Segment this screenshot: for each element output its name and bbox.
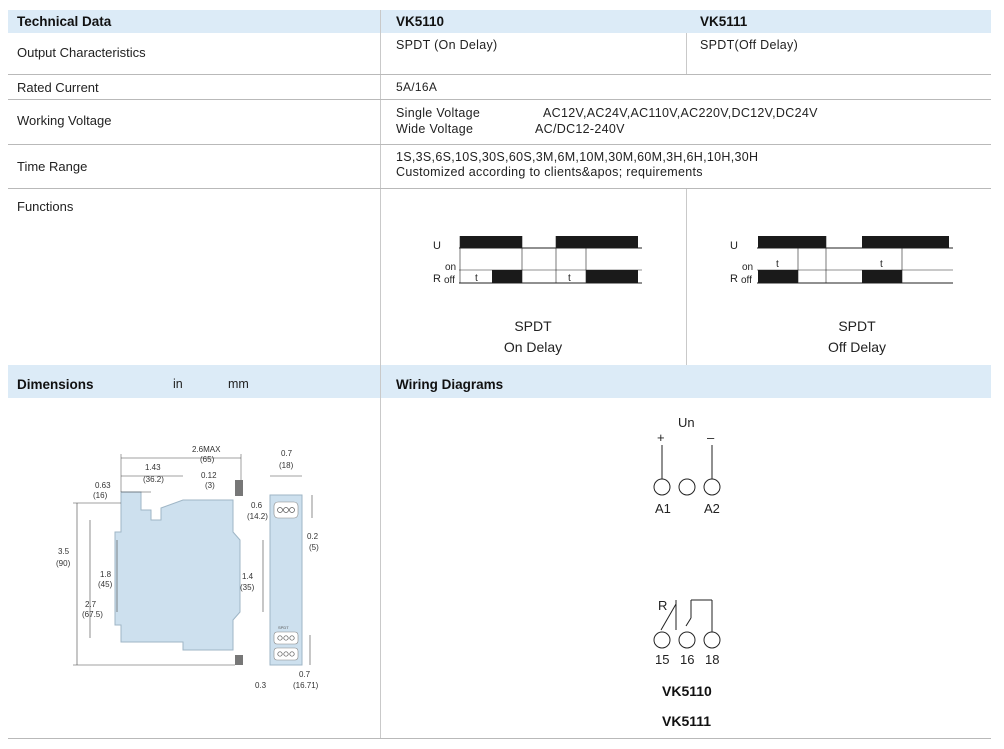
svg-text:0.63: 0.63 — [95, 481, 111, 490]
svg-text:(90): (90) — [56, 559, 71, 568]
svg-text:(65): (65) — [200, 455, 215, 464]
row-divider — [8, 99, 991, 100]
svg-text:0.3: 0.3 — [255, 681, 267, 690]
svg-text:0.7: 0.7 — [281, 449, 293, 458]
row-label-output: Output Characteristics — [17, 45, 146, 60]
column-divider-2 — [686, 33, 687, 74]
svg-text:0.6: 0.6 — [251, 501, 263, 510]
svg-text:0.12: 0.12 — [201, 471, 217, 480]
front-view-spdt-tag: SPDT — [278, 625, 289, 630]
section-header-band — [8, 365, 991, 398]
timing-r-label: R — [730, 273, 738, 285]
svg-text:(3): (3) — [205, 481, 215, 490]
row-divider — [8, 144, 991, 145]
row-label-functions: Functions — [17, 199, 74, 214]
timing-u-label: U — [730, 240, 738, 252]
svg-text:1.8: 1.8 — [100, 570, 112, 579]
header-technical-data: Technical Data — [17, 14, 112, 29]
row-divider — [8, 188, 991, 189]
wiring-model-vk5110: VK5110 — [662, 683, 712, 699]
single-voltage-value: AC12V,AC24V,AC110V,AC220V,DC12V,DC24V — [543, 106, 818, 120]
wiring-diagram-relay: R 15 16 18 — [653, 598, 721, 667]
timing-on-label: on — [445, 262, 456, 273]
timing-r-label: R — [433, 273, 441, 285]
wiring-un-label: Un — [678, 415, 695, 430]
off-delay-timing-diagram: U on R off t t — [730, 236, 953, 286]
output-vk5111: SPDT(Off Delay) — [700, 38, 799, 52]
table-header-band — [8, 10, 991, 33]
bottom-border — [8, 738, 991, 739]
svg-text:1.4: 1.4 — [242, 572, 254, 581]
row-label-current: Rated Current — [17, 80, 99, 95]
svg-text:(45): (45) — [98, 580, 113, 589]
terminal-16: 16 — [680, 652, 694, 667]
terminal-a1: A1 — [655, 501, 671, 516]
wide-voltage-value: AC/DC12-240V — [535, 122, 625, 136]
wiring-model-vk5111: VK5111 — [662, 713, 712, 729]
svg-text:(35): (35) — [240, 583, 255, 592]
wiring-diagrams-title: Wiring Diagrams — [396, 377, 504, 392]
svg-text:(5): (5) — [309, 543, 319, 552]
relay-side-profile — [114, 491, 241, 651]
wiring-plus-label: + — [657, 430, 665, 445]
row-divider — [8, 74, 991, 75]
timing-t-label: t — [776, 259, 779, 270]
dimensions-drawing: 3.5 (90) 2.7 (67.5) 1.8 (45) 2.6MAX (65)… — [56, 445, 319, 690]
output-vk5110: SPDT (On Delay) — [396, 38, 498, 52]
svg-text:1.43: 1.43 — [145, 463, 161, 472]
timing-u-label: U — [433, 240, 441, 252]
rated-current-value: 5A/16A — [396, 80, 438, 94]
timing-on-label: on — [742, 262, 753, 273]
svg-text:(67.5): (67.5) — [82, 610, 103, 619]
row-label-time: Time Range — [17, 159, 88, 174]
terminal-18: 18 — [705, 652, 719, 667]
svg-text:(16.71): (16.71) — [293, 681, 319, 690]
column-divider-2b — [686, 189, 687, 365]
wiring-r-label: R — [658, 598, 667, 613]
svg-text:(36.2): (36.2) — [143, 475, 164, 484]
timing-t-label: t — [568, 273, 571, 284]
terminal-a2: A2 — [704, 501, 720, 516]
timing-off-label: off — [741, 275, 752, 286]
wide-voltage-label: Wide Voltage — [396, 122, 474, 136]
on-delay-caption-line1: SPDT — [514, 318, 552, 334]
header-vk5110: VK5110 — [396, 14, 445, 29]
svg-text:3.5: 3.5 — [58, 547, 70, 556]
single-voltage-label: Single Voltage — [396, 106, 481, 120]
column-divider-1 — [380, 10, 381, 365]
svg-text:0.2: 0.2 — [307, 532, 319, 541]
on-delay-caption-line2: On Delay — [503, 339, 563, 355]
time-range-line1: 1S,3S,6S,10S,30S,60S,3M,6M,10M,30M,60M,3… — [396, 150, 759, 164]
svg-text:0.7: 0.7 — [299, 670, 311, 679]
wiring-diagram-supply: Un + – A1 A2 — [653, 415, 721, 516]
svg-text:(18): (18) — [279, 461, 294, 470]
off-delay-caption-line1: SPDT — [838, 318, 876, 334]
svg-text:(14.2): (14.2) — [247, 512, 268, 521]
timing-t-label: t — [475, 273, 478, 284]
section-divider — [380, 365, 381, 738]
svg-text:(16): (16) — [93, 491, 108, 500]
svg-text:2.7: 2.7 — [85, 600, 97, 609]
row-label-voltage: Working Voltage — [17, 113, 112, 128]
dimensions-unit-mm: mm — [228, 377, 249, 391]
time-range-line2: Customized according to clients&apos; re… — [396, 165, 703, 179]
dimensions-title: Dimensions — [17, 377, 94, 392]
timing-t-label: t — [880, 259, 883, 270]
off-delay-caption-line2: Off Delay — [827, 339, 887, 355]
wiring-minus-label: – — [707, 430, 715, 445]
on-delay-timing-diagram: U on R off t t — [433, 236, 642, 286]
timing-off-label: off — [444, 275, 455, 286]
svg-text:2.6MAX: 2.6MAX — [192, 445, 221, 454]
header-vk5111: VK5111 — [700, 14, 748, 29]
terminal-15: 15 — [655, 652, 669, 667]
dimensions-unit-in: in — [173, 377, 183, 391]
